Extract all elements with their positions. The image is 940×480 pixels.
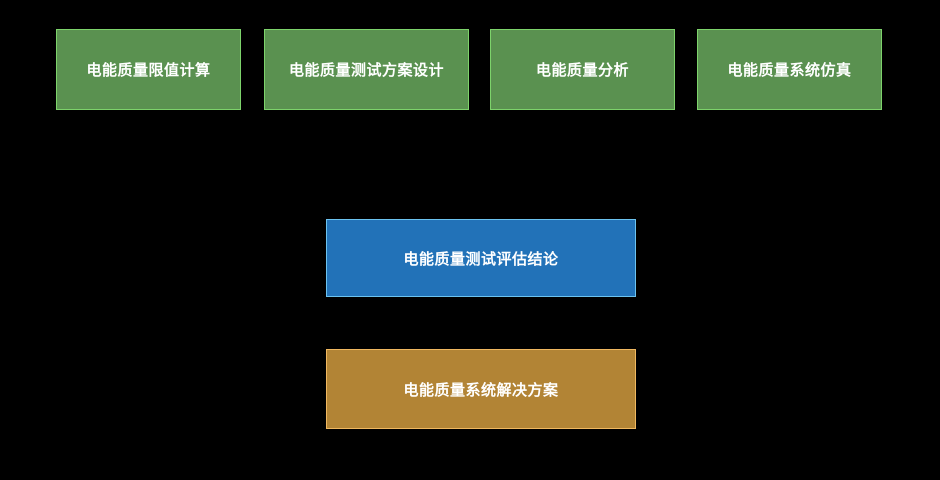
test-plan-design-label: 电能质量测试方案设计 [288,61,444,79]
test-evaluation-conclusion-node: 电能质量测试评估结论 [326,219,636,297]
system-simulation-node: 电能质量系统仿真 [697,29,882,110]
power-quality-analysis-label: 电能质量分析 [535,61,629,79]
limit-calculation-label: 电能质量限值计算 [86,61,211,79]
system-solution-node: 电能质量系统解决方案 [326,349,636,429]
test-plan-design-node: 电能质量测试方案设计 [264,29,469,110]
limit-calculation-node: 电能质量限值计算 [56,29,241,110]
system-simulation-label: 电能质量系统仿真 [727,61,852,79]
system-solution-label: 电能质量系统解决方案 [403,380,559,399]
test-evaluation-conclusion-label: 电能质量测试评估结论 [403,249,559,268]
power-quality-analysis-node: 电能质量分析 [490,29,675,110]
